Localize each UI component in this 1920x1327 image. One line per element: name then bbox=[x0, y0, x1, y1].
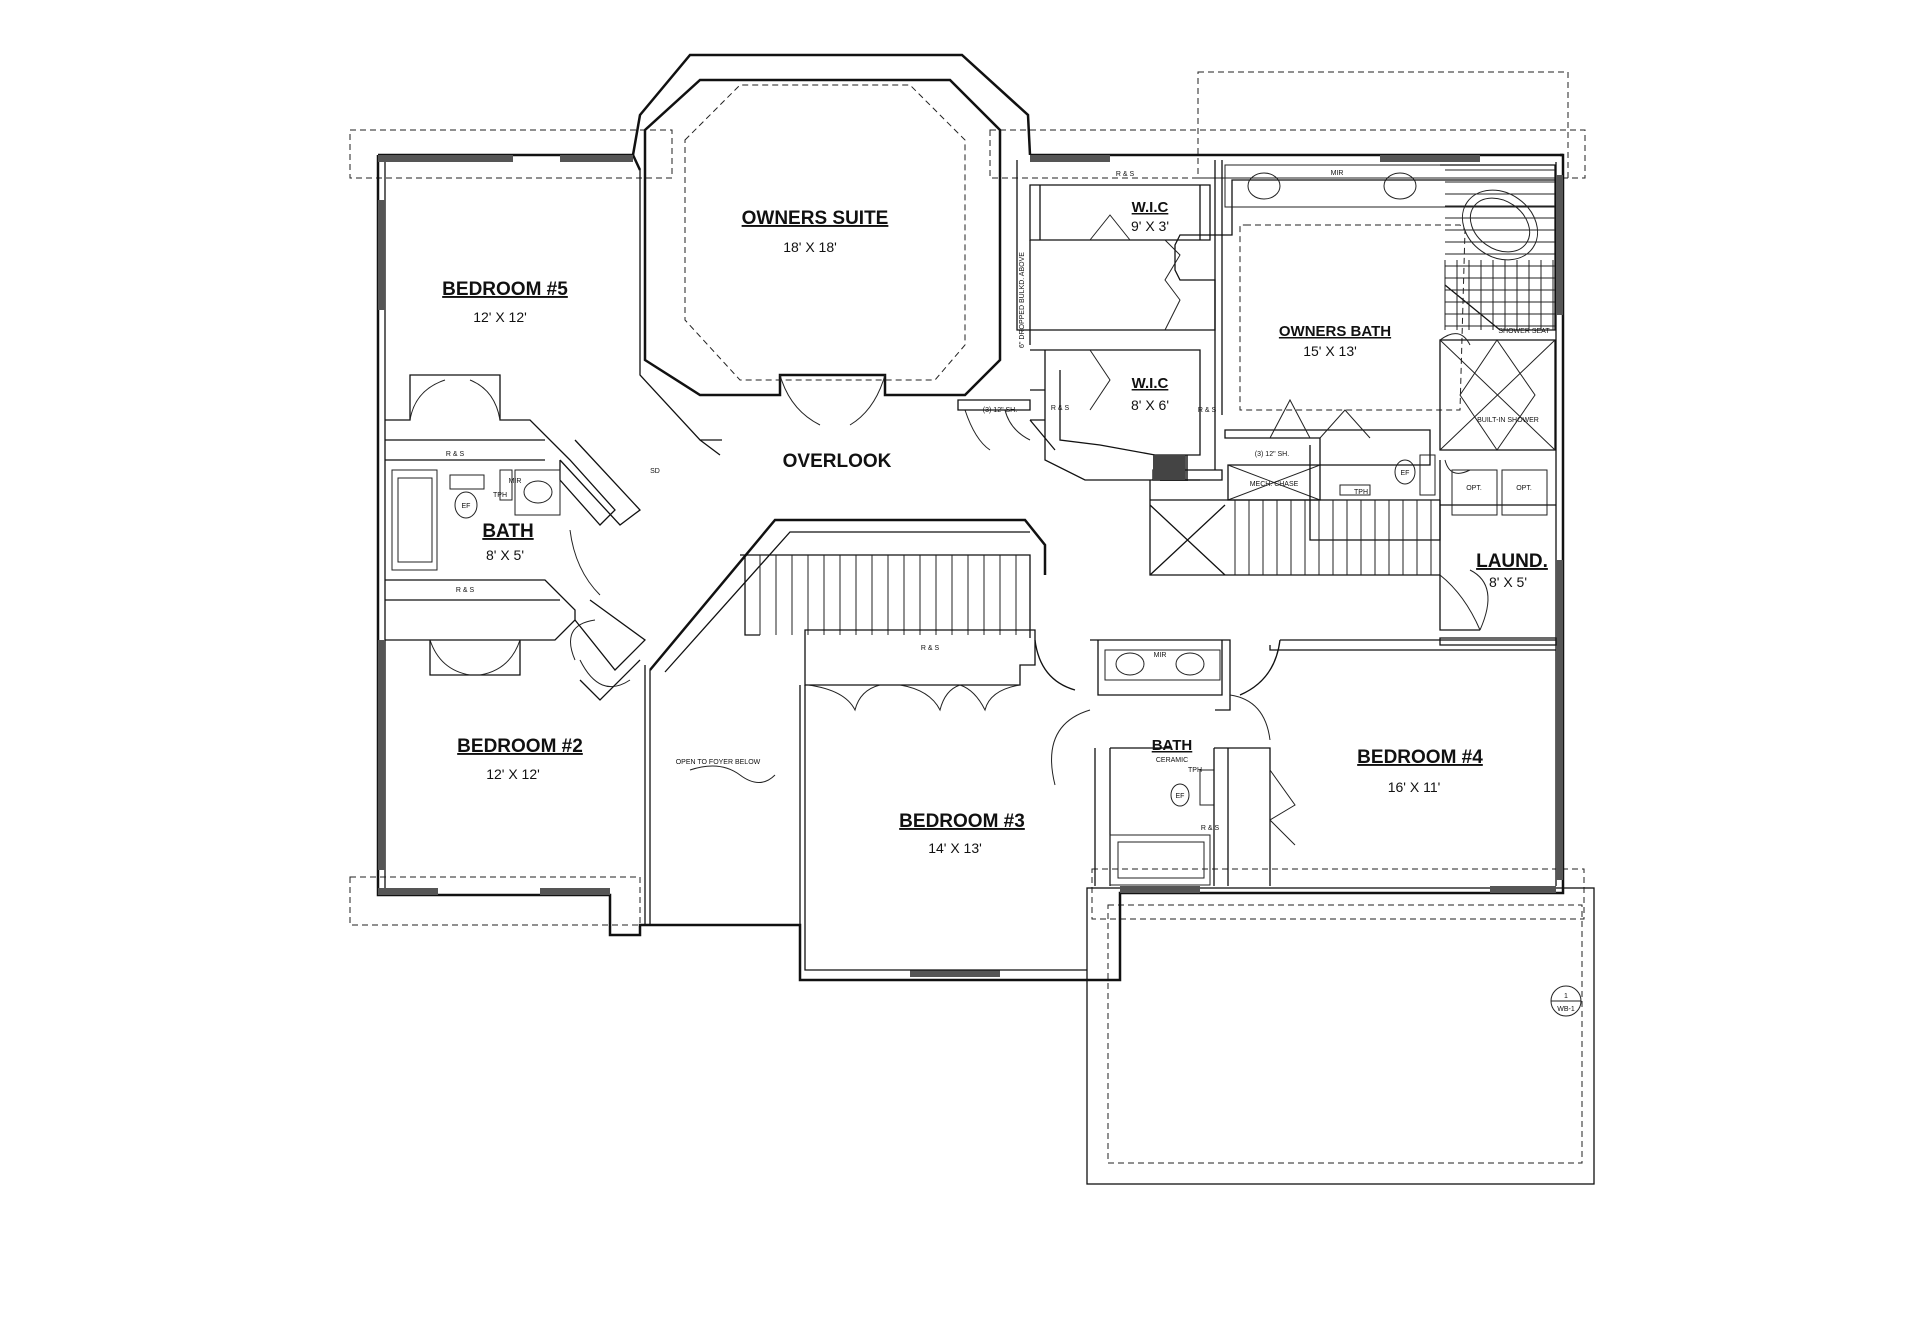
rs-note: R & S bbox=[446, 451, 465, 458]
owners-bath-size: 15' X 13' bbox=[1303, 343, 1357, 359]
owners-bath-name: OWNERS BATH bbox=[1279, 323, 1391, 340]
open-to-foyer-note: OPEN TO FOYER BELOW bbox=[676, 759, 761, 766]
owners-suite-size: 18' X 18' bbox=[783, 239, 837, 255]
bedroom2-size: 12' X 12' bbox=[486, 766, 540, 782]
rs-note: R & S bbox=[921, 645, 940, 652]
bedroom4-size: 16' X 11' bbox=[1388, 779, 1441, 795]
bedroom3-name: BEDROOM #3 bbox=[899, 811, 1025, 832]
section-number: 1 bbox=[1564, 993, 1568, 1000]
wic-top-size: 9' X 3' bbox=[1131, 218, 1169, 234]
owners-suite bbox=[643, 78, 1002, 456]
bath-ceramic-note: CERAMIC bbox=[1156, 757, 1188, 764]
owners-wing bbox=[957, 160, 1556, 541]
bath-size: 8' X 5' bbox=[486, 547, 524, 563]
shower-note: BUILT-IN SHOWER bbox=[1477, 417, 1539, 424]
shelf-note: (3) 12" SH. bbox=[1255, 451, 1289, 458]
section-marker bbox=[1550, 985, 1582, 1017]
shower-seat-note: SHOWER SEAT bbox=[1498, 328, 1550, 335]
opt-note: OPT. bbox=[1466, 485, 1482, 492]
wic-mid-name: W.I.C bbox=[1132, 375, 1169, 392]
overlook-name: OVERLOOK bbox=[783, 451, 892, 472]
mir-note: MIR bbox=[1154, 652, 1167, 659]
wic-mid-size: 8' X 6' bbox=[1131, 397, 1169, 413]
rs-note: R & S bbox=[1116, 171, 1135, 178]
bedroom2-name: BEDROOM #2 bbox=[457, 736, 583, 757]
tph-note: TPH bbox=[1354, 489, 1368, 496]
laundry-size: 8' X 5' bbox=[1489, 574, 1527, 590]
foyer-stair bbox=[649, 518, 1047, 926]
bedroom4-name: BEDROOM #4 bbox=[1357, 747, 1483, 768]
tph-note: TPH bbox=[493, 492, 507, 499]
bath-name: BATH bbox=[482, 521, 533, 542]
rs-note: R & S bbox=[456, 587, 475, 594]
bedroom4-walls bbox=[1239, 639, 1556, 696]
bedroom5-size: 12' X 12' bbox=[473, 309, 527, 325]
bedroom3-size: 14' X 13' bbox=[928, 840, 982, 856]
plan-notes: R & S R & S R & S R & S R & S R & S R & … bbox=[446, 170, 1575, 1013]
bedroom5-name: BEDROOM #5 bbox=[442, 279, 568, 300]
shelf-note: (3) 12" SH. bbox=[983, 407, 1017, 414]
rear-stair-laundry bbox=[1149, 455, 1557, 646]
ef-note: EF bbox=[462, 503, 471, 510]
bedroom3-walls bbox=[804, 639, 1087, 971]
bath-ceramic-name: BATH bbox=[1152, 737, 1193, 754]
wic-top-name: W.I.C bbox=[1132, 199, 1169, 216]
laundry-name: LAUND. bbox=[1476, 551, 1548, 572]
rs-note: R & S bbox=[1201, 825, 1220, 832]
opt-note: OPT. bbox=[1516, 485, 1532, 492]
mir-note: MIR bbox=[509, 478, 522, 485]
section-reference: WB-1 bbox=[1557, 1006, 1575, 1013]
ef-note: EF bbox=[1176, 793, 1185, 800]
center-bath bbox=[1051, 639, 1296, 886]
mir-note: MIR bbox=[1331, 170, 1344, 177]
bedroom2-walls bbox=[579, 659, 646, 936]
ef-note: EF bbox=[1401, 470, 1410, 477]
dropped-bulkhead-note: 6" DROPPED BULKD. ABOVE bbox=[1019, 252, 1026, 348]
roof-outlines bbox=[349, 71, 1595, 1185]
owners-suite-name: OWNERS SUITE bbox=[742, 208, 889, 229]
tph-note: TPH bbox=[1188, 767, 1202, 774]
room-labels: OWNERS SUITE 18' X 18' BEDROOM #5 12' X … bbox=[442, 199, 1548, 856]
sd-note: SD bbox=[650, 468, 660, 475]
left-wing bbox=[385, 374, 646, 688]
rs-note: R & S bbox=[1198, 407, 1217, 414]
rs-note: R & S bbox=[1051, 405, 1070, 412]
mech-chase-note: MECH. CHASE bbox=[1250, 481, 1299, 488]
